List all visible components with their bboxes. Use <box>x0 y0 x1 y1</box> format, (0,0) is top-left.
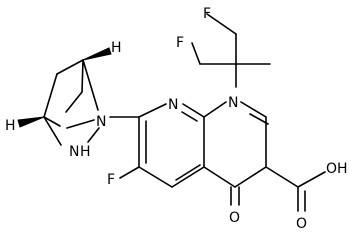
atom-label-f-ring: F <box>107 172 115 188</box>
atom-label-nh-n: N <box>69 144 79 160</box>
pyridine-ring-bonds <box>119 103 205 188</box>
atom-label-oh: OH <box>326 161 348 177</box>
atom-label-f-top: F <box>203 6 211 22</box>
atom-label-n-bridge: N <box>96 114 106 130</box>
atom-label-nh-h: H <box>80 144 91 160</box>
atom-label-h-lower: H <box>5 118 16 134</box>
quinolone-ring-bonds <box>203 101 269 188</box>
atom-label-h-upper: H <box>111 40 122 56</box>
structure-drawing: F F N N N N H H H F O O OH <box>5 6 348 232</box>
atom-label-o-keto: O <box>229 210 240 226</box>
bicyclic-amine-bonds <box>17 47 140 146</box>
carbonyl-bonds <box>230 166 326 212</box>
side-chain-bonds <box>191 13 271 88</box>
chemical-structure: F F N N N N H H H F O O OH <box>5 6 348 232</box>
atom-label-f-left: F <box>176 35 184 51</box>
atom-label-n-pyridine: N <box>168 97 178 113</box>
atom-label-o-acid: O <box>296 216 307 232</box>
atom-label-n-ring: N <box>228 95 238 111</box>
wedge-bond-lower <box>17 116 45 128</box>
wedge-bond-upper <box>82 47 112 61</box>
